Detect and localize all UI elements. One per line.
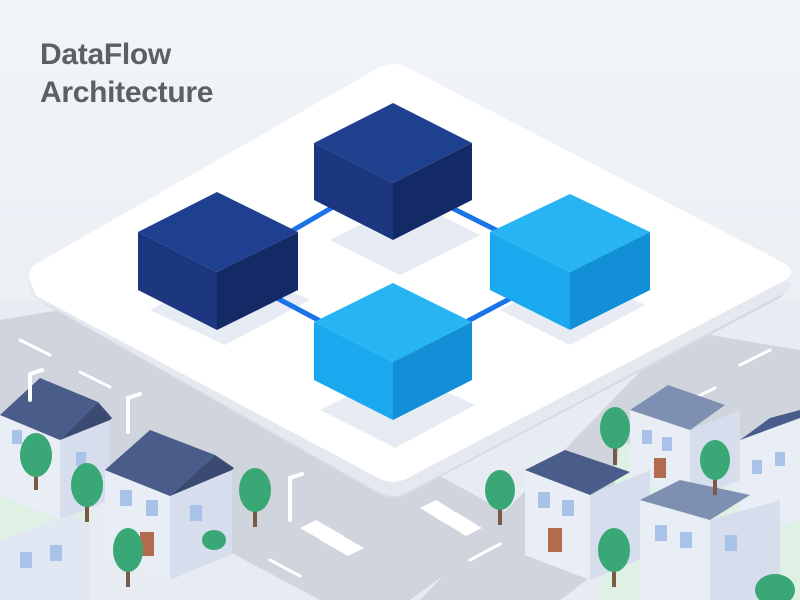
house — [640, 480, 780, 600]
tree — [700, 440, 730, 495]
platform-top — [28, 64, 792, 482]
tree — [485, 470, 515, 525]
tree — [202, 530, 226, 550]
tree — [600, 407, 630, 465]
cube-node-top — [314, 103, 472, 240]
trees — [20, 407, 795, 600]
tree — [239, 468, 271, 527]
cube-node-bottom — [314, 283, 472, 420]
title-line-1: DataFlow — [40, 38, 171, 71]
tree — [755, 574, 795, 600]
title-block: DataFlow Architecture — [40, 36, 213, 112]
street-lamp — [126, 392, 142, 434]
road-markings — [18, 338, 772, 578]
road-right — [420, 330, 800, 600]
street-lamps — [28, 368, 304, 522]
cube-node-right — [490, 194, 650, 330]
tree — [71, 463, 103, 522]
platform — [28, 64, 792, 498]
street-lamp — [288, 472, 304, 522]
house — [0, 515, 90, 600]
street-lamp — [28, 368, 44, 402]
cube-node-left — [138, 192, 298, 330]
crosswalk — [300, 500, 482, 556]
tree — [20, 433, 52, 490]
house — [105, 430, 234, 580]
road-left — [0, 300, 520, 600]
tree — [113, 528, 143, 587]
tree — [598, 528, 630, 587]
title-line-2: Architecture — [40, 76, 214, 109]
